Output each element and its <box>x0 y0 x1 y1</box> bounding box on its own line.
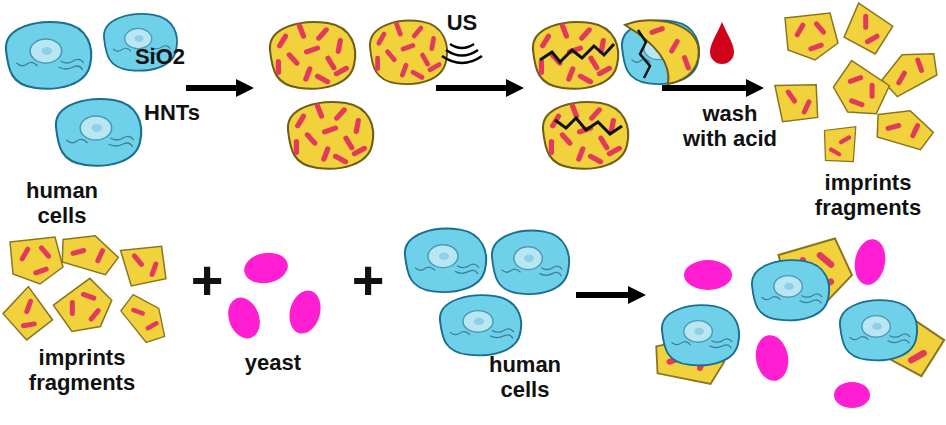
step-label: imprints fragments <box>803 170 933 221</box>
step-label: human cells <box>17 178 107 229</box>
plus-sign: + <box>352 252 385 308</box>
plus-sign: + <box>191 252 224 308</box>
step-label: HNTs <box>144 100 200 125</box>
step-label: wash with acid <box>680 101 780 152</box>
step-label: yeast <box>245 350 301 375</box>
step-label: SiO2 <box>135 44 185 69</box>
step-label: US <box>447 10 478 35</box>
step-label: human cells <box>480 352 570 403</box>
step-label: imprints fragments <box>17 345 147 396</box>
